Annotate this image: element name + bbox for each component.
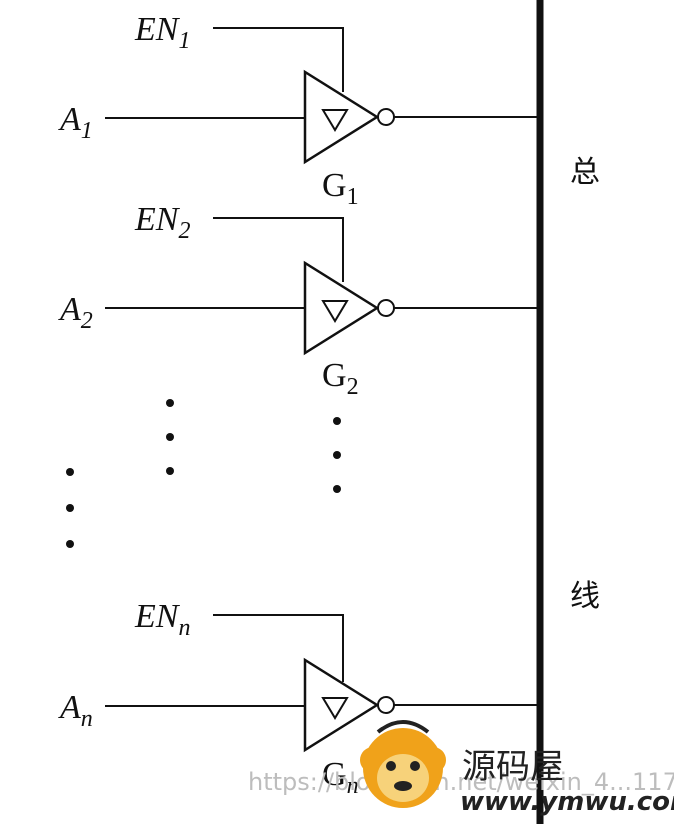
- input-label-2: A2: [58, 291, 93, 334]
- gate-unit-2: EN2 A2 G2: [58, 201, 537, 400]
- inverter-bubble-1: [377, 108, 395, 126]
- watermark-url: https://blog.csdn.net/weixin_4...117: [248, 768, 674, 796]
- input-label-n: An: [58, 689, 93, 732]
- gate-label-2: G2: [322, 357, 359, 400]
- buffer-gate-1: [303, 69, 380, 165]
- ellipsis-gate: [333, 417, 341, 493]
- gate-label-1: G1: [322, 167, 359, 210]
- watermark: https://blog.csdn.net/weixin_4...117 源码屋…: [248, 720, 674, 817]
- tristate-symbol-2: [321, 300, 349, 323]
- enable-wire-n: [213, 614, 344, 682]
- gate-unit-n: ENn An Gn: [58, 598, 537, 799]
- inverter-bubble-2: [377, 299, 395, 317]
- ellipsis-dot: [66, 468, 74, 476]
- ellipsis-dot: [333, 417, 341, 425]
- ellipsis-dot: [66, 540, 74, 548]
- en-label-1: EN1: [134, 11, 190, 54]
- enable-wire-2: [213, 217, 344, 282]
- enable-wire-1: [213, 27, 344, 92]
- ellipsis-dot: [333, 485, 341, 493]
- ellipsis-enable: [166, 399, 174, 475]
- input-label-1: A1: [58, 101, 93, 144]
- monkey-logo-icon: [360, 720, 446, 808]
- tristate-symbol-n: [321, 697, 349, 720]
- bus-label-bottom: 线: [570, 579, 600, 614]
- inverter-bubble-n: [377, 696, 395, 714]
- tristate-symbol-1: [321, 109, 349, 132]
- ellipsis-input: [66, 468, 74, 548]
- watermark-name: 源码屋: [462, 747, 564, 787]
- en-label-2: EN2: [134, 201, 190, 244]
- gate-unit-1: EN1 A1 G1: [58, 11, 537, 210]
- ellipsis-dot: [66, 504, 74, 512]
- gate-label-n: Gn: [322, 756, 359, 799]
- ellipsis-dot: [166, 399, 174, 407]
- bus-label-top: 总: [570, 155, 600, 190]
- ellipsis-dot: [166, 467, 174, 475]
- buffer-gate-n: [303, 657, 380, 753]
- buffer-gate-2: [303, 260, 380, 356]
- ellipsis-dot: [166, 433, 174, 441]
- en-label-n: ENn: [134, 598, 190, 641]
- ellipsis-dot: [333, 451, 341, 459]
- watermark-site: www.ymwu.com: [460, 787, 674, 817]
